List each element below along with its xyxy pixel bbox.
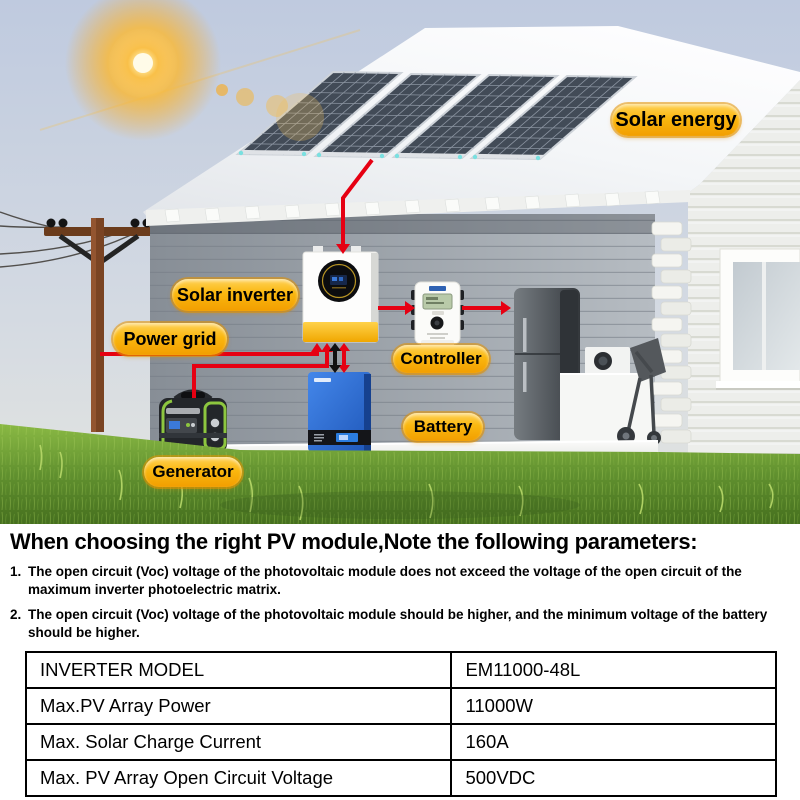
- spec-value: EM11000-48L: [450, 650, 777, 689]
- table-row: Max. PV Array Open Circuit Voltage 500VD…: [24, 758, 777, 797]
- page-title: When choosing the right PV module,Note t…: [10, 529, 698, 554]
- note-text: The open circuit (Voc) voltage of the ph…: [28, 606, 768, 640]
- wire-generator-to-inverter: [192, 350, 329, 398]
- panel-glints: [238, 150, 541, 161]
- wiring: [100, 158, 511, 398]
- washer: [585, 347, 630, 376]
- table-row: Max. Solar Charge Current 160A: [24, 722, 777, 761]
- grass: [0, 424, 800, 524]
- spec-value: 11000W: [450, 686, 777, 725]
- note-item: 2. The open circuit (Voc) voltage of the…: [10, 606, 776, 642]
- spec-table: INVERTER MODEL EM11000-48L Max.PV Array …: [24, 650, 777, 797]
- soffit: [146, 190, 690, 226]
- info-section: When choosing the right PV module,Note t…: [0, 524, 800, 797]
- label-generator: Generator: [144, 457, 242, 487]
- solar-panel: [238, 72, 401, 155]
- table-row: INVERTER MODEL EM11000-48L: [24, 650, 777, 689]
- spec-value: 500VDC: [450, 758, 777, 797]
- wire-pv-to-inverter: [341, 158, 374, 245]
- solar-panel: [394, 75, 557, 158]
- lens-flare-dot: [216, 84, 228, 96]
- note-text: The open circuit (Voc) voltage of the ph…: [28, 563, 742, 597]
- note-number: 2.: [10, 606, 22, 622]
- window: [716, 248, 800, 390]
- log-wall: [688, 80, 800, 460]
- power-pole: [0, 211, 154, 432]
- scene-svg: [0, 0, 800, 524]
- spec-label: INVERTER MODEL: [24, 650, 453, 689]
- spec-value: 160A: [450, 722, 777, 761]
- solar-system-illustration: Solar energy Solar inverter Power grid C…: [0, 0, 800, 524]
- pole-braces: [58, 233, 140, 265]
- label-power-grid: Power grid: [113, 323, 227, 355]
- label-battery: Battery: [403, 413, 483, 441]
- generator-device: [159, 389, 227, 454]
- spec-label: Max. Solar Charge Current: [24, 722, 453, 761]
- table-row: Max.PV Array Power 11000W: [24, 686, 777, 725]
- solar-panel-array: [238, 72, 635, 160]
- label-controller: Controller: [393, 345, 489, 373]
- note-number: 1.: [10, 563, 22, 579]
- battery-device: [308, 372, 371, 452]
- inverter-device: [302, 246, 379, 343]
- note-item: 1. The open circuit (Voc) voltage of the…: [10, 563, 776, 599]
- controller-device: [411, 281, 464, 347]
- spec-label: Max.PV Array Power: [24, 686, 453, 725]
- solar-panel: [472, 76, 635, 159]
- label-solar-inverter: Solar inverter: [172, 279, 298, 311]
- log-ends: [651, 221, 692, 444]
- label-solar-energy: Solar energy: [612, 104, 740, 136]
- solar-panel: [316, 74, 479, 157]
- spec-label: Max. PV Array Open Circuit Voltage: [24, 758, 453, 797]
